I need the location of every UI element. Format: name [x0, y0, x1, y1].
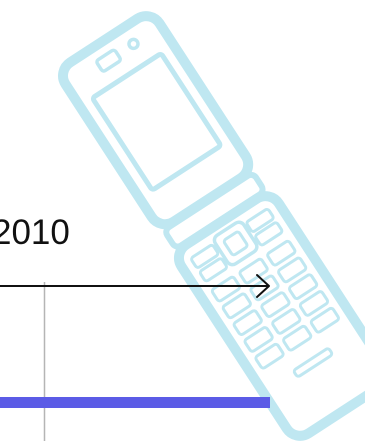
- timeline-bar: [0, 397, 270, 408]
- year-label: 2010: [0, 212, 70, 254]
